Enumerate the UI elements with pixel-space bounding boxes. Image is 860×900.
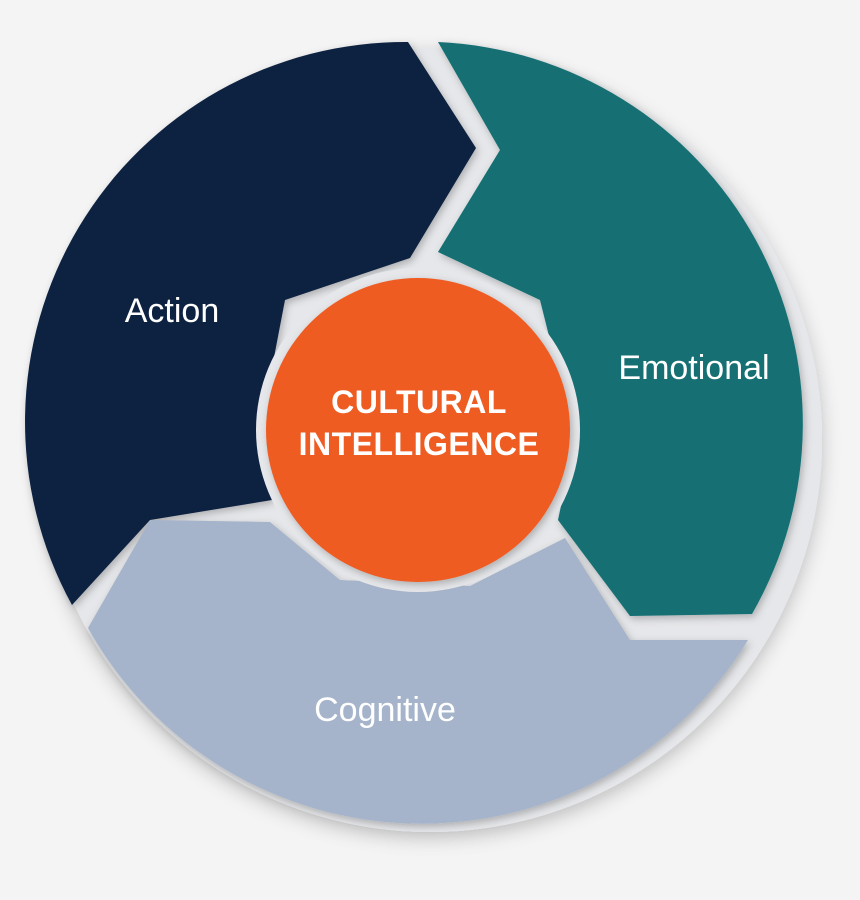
cognitive-label: Cognitive [314, 691, 456, 729]
center-label-line2: INTELLIGENCE [299, 426, 540, 462]
emotional-segment [438, 42, 803, 616]
emotional-label: Emotional [618, 349, 769, 387]
action-segment [25, 41, 476, 606]
cognitive-segment [88, 520, 748, 824]
center-circle [266, 278, 570, 582]
center-label-line1: CULTURAL [331, 384, 507, 420]
action-label: Action [125, 292, 220, 330]
